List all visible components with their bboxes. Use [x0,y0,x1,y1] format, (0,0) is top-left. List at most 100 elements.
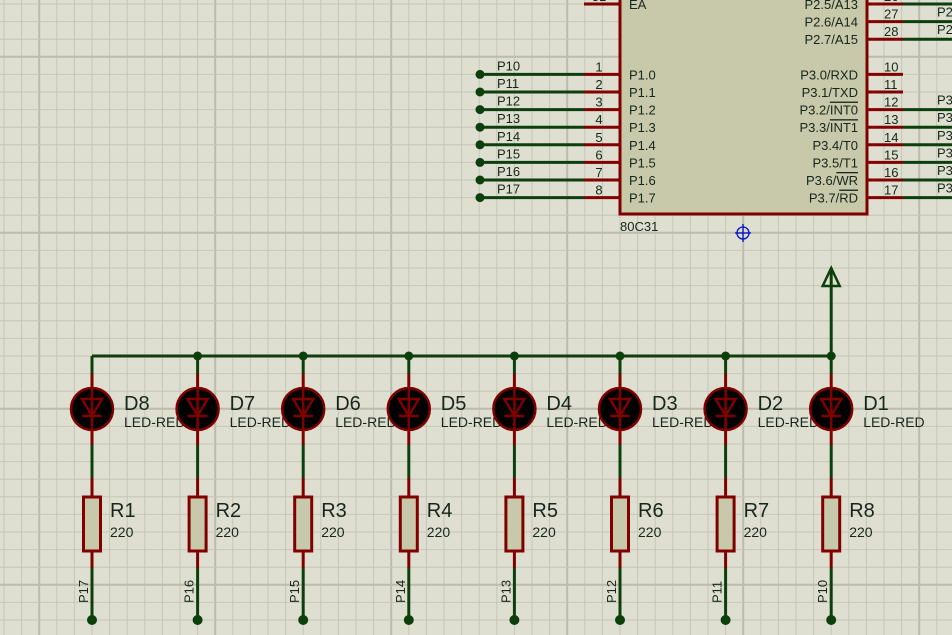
pin-number: 7 [595,165,602,180]
wire-terminal-dot[interactable] [615,615,625,625]
led-symbol[interactable] [597,386,643,432]
resistor-body[interactable] [504,495,525,553]
pin-name: P3.5/T1 [812,155,858,170]
net-label: P3 [937,128,952,143]
wire-terminal-dot[interactable] [298,615,309,625]
power-arrow-head[interactable] [820,265,842,288]
resistor-body[interactable] [82,495,102,553]
chip-pin-right[interactable]: 26P2.5/A13 [805,0,952,12]
junction-dot[interactable] [193,351,203,361]
led-symbol[interactable] [69,386,115,432]
net-label: P16 [182,580,197,603]
pin-number: 27 [884,7,898,22]
led-symbol[interactable] [280,386,326,432]
junction-dot[interactable] [404,351,414,361]
junction-dot[interactable] [826,351,836,361]
net-label: P3 [937,181,952,196]
resistor-body[interactable] [715,495,736,553]
diode-anode-icon [396,397,421,419]
wire-terminal-dot[interactable] [403,615,414,625]
wire-terminal-dot[interactable] [475,157,485,167]
wire-terminal-dot[interactable] [826,615,837,625]
resistor-body[interactable] [821,495,842,553]
led-symbol[interactable] [492,386,537,432]
wire-terminal-dot[interactable] [475,193,485,203]
pin-name: P2.7/A15 [805,32,859,47]
net-label: P3 [937,93,952,108]
net-label: P3 [937,163,952,178]
wire-terminal-dot[interactable] [475,122,485,132]
pin-number: 14 [884,130,898,145]
resistor-body[interactable] [293,495,314,553]
pin-name-text: P3.1/TXD [802,85,858,100]
power-arrow-icon[interactable] [820,265,842,356]
resistor-value-label: 220 [849,524,873,540]
wire-terminal-dot[interactable] [87,615,97,625]
led-symbol[interactable] [703,386,748,432]
wire-terminal-dot[interactable] [475,140,485,150]
pin-name-text: P3.7/ [809,191,840,206]
resistor-ref-label: R3 [321,500,347,522]
pin-name-text: P3.2/ [799,103,830,118]
pin-number: 31 [592,0,606,4]
wire-terminal-dot[interactable] [475,175,485,185]
junction-dot[interactable] [509,351,519,361]
wire-terminal-dot[interactable] [475,105,485,115]
chip-pin-left[interactable]: 31EA [584,0,647,12]
led-symbol[interactable] [808,386,854,432]
resistor-body[interactable] [610,495,630,553]
resistor-value-label: 220 [216,524,240,540]
led-symbol[interactable] [386,386,432,432]
wire-terminal-dot[interactable] [475,87,485,97]
wire-terminal-dot[interactable] [475,69,485,79]
pin-name-text: P2.7/A15 [805,32,859,47]
resistor-body[interactable] [398,495,419,553]
pin-name: P1.4 [629,138,656,153]
junction-dot[interactable] [298,351,308,361]
chip-80c31[interactable]: 31EA P101P1.0P112P1.1P123P1.2P134P1.3P145… [475,0,952,234]
pin-name-overline-text: INT1 [830,120,858,135]
resistor-body[interactable] [187,495,208,553]
led-value-label: LED-RED [652,414,713,430]
pin-name-text: P3.0/RXD [800,67,858,82]
junction-dot[interactable] [615,351,625,361]
led-symbol[interactable] [175,386,220,432]
led-ref-label: D3 [652,393,678,415]
resistor-value-label: 220 [110,524,134,540]
chip-body[interactable] [618,0,869,216]
led-value-label: LED-RED [546,414,607,430]
net-label: P10 [815,580,830,603]
net-label: P17 [497,182,520,197]
pin-number: 6 [595,147,602,162]
wire-terminal-dot[interactable] [509,615,520,625]
wire-terminal-dot[interactable] [720,615,731,625]
wire-terminal-dot[interactable] [192,615,203,625]
net-label: P16 [497,164,520,179]
net-label: P2 [937,5,952,20]
diode-anode-icon [713,397,738,419]
junction-dot[interactable] [721,351,731,361]
pin-name-text: P2.5/A13 [805,0,859,12]
